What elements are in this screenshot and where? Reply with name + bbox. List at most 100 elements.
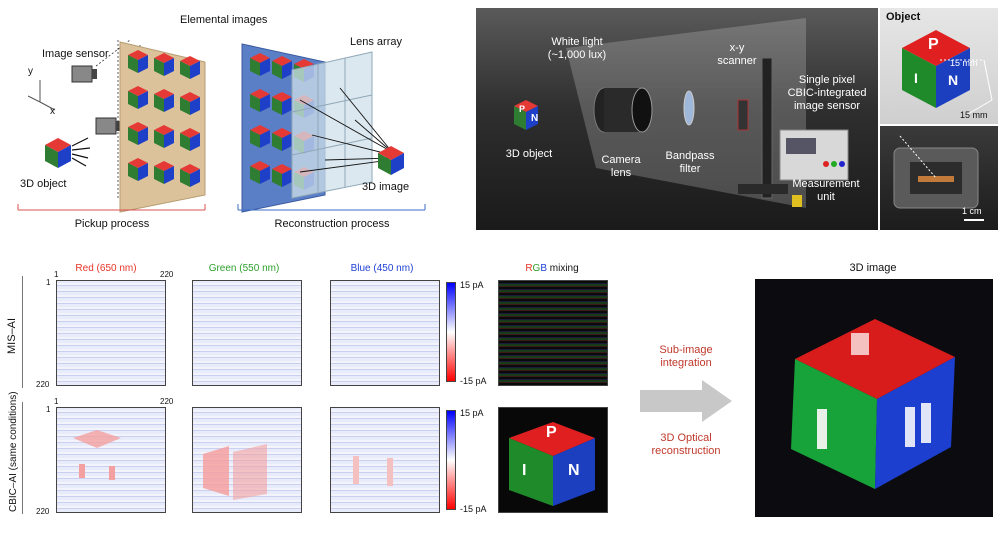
map-cbic-rgb [498,407,608,513]
tick-top-start-2: 1 [54,397,59,406]
row-title-mis: MIS–AI [6,317,18,354]
map-mis-blue [330,280,440,386]
inset-cube-letter-n: N [948,72,959,88]
camera-lens-label: Camera lens [596,154,646,180]
reconstruction-tile [250,161,270,184]
axis-y-label: y [28,66,33,77]
sensor-inset-photo: 1 cm [880,126,998,230]
reconstruction-tile [272,164,292,187]
reconstruction-tile [272,92,292,115]
tick-left-start: 1 [46,278,51,287]
elemental-image-tile [154,161,174,184]
setup-illustration [514,18,849,208]
cbar-cbic-top: 15 pA [460,408,484,418]
camera-lens-line2: lens [610,167,632,179]
measurement-unit [779,129,849,207]
colorbar-mis [446,282,456,382]
tick-top-end: 220 [160,270,174,279]
elemental-image-tile [180,128,200,151]
elemental-image-tile [154,89,174,112]
elemental-image-tile [154,53,174,76]
map-cbic-rgb-cube [509,422,595,506]
axis-indicator [27,80,56,111]
rgb-cube-letter-i: I [522,462,527,479]
tick-left-start-2: 1 [46,405,51,414]
rgb-cube-letter-p: P [546,424,557,441]
bandpass-label: Bandpass filter [660,150,720,176]
reconstruction-tile [272,56,292,79]
row-divider-mis [22,276,23,388]
object-cube-photo [902,30,993,115]
axis-x-label: x [50,106,55,117]
row-divider-cbic [22,402,23,514]
object-3d-label: 3D object [20,178,67,190]
reconstruction-caption: Reconstruction process [274,218,390,230]
colorbar-cbic [446,410,456,510]
image-sensor-label: Image sensor [42,48,109,60]
reconstructed-3d-image [755,279,993,517]
scanner-label: x-y scanner [712,42,762,68]
map-cbic-red [56,407,166,513]
step1-line1: Sub-image [659,344,713,356]
sensor-line1: Single pixel [798,74,856,86]
tick-top-start: 1 [54,270,59,279]
bandpass-line2: filter [679,163,701,175]
setup-object-label: 3D object [505,148,553,160]
image-3d-label: 3D image [362,181,410,193]
elemental-image-tile [128,50,148,73]
map-mis-red [56,280,166,386]
reconstruction-tile [272,128,292,151]
dimension-label-1: 15 mm [950,58,978,68]
scanner-line1: x-y [729,42,745,54]
measurement-line2: unit [817,191,835,203]
col-title-rgb: RGB mixing [525,263,578,274]
result-title: 3D image [849,262,897,274]
sensor-package [893,135,979,209]
dimension-label-2: 15 mm [960,110,988,120]
map-mis-rgb [498,280,608,386]
elemental-image-tile [180,56,200,79]
ray-arrows [71,137,91,167]
setup-cube [514,100,538,130]
camera-lens-line1: Camera [601,154,641,166]
camera-lens [593,87,653,133]
cbar-mis-top: 15 pA [460,280,484,290]
white-light-line1: White light [551,36,603,48]
elemental-image-tile [180,92,200,115]
elemental-image-tile [128,158,148,181]
map-cbic-green-shape [203,444,267,500]
xy-scanner [737,57,788,199]
scale-bar-label: 1 cm [962,206,982,216]
col-title-blue: Blue (450 nm) [350,263,414,274]
object-tag-label: Object [886,11,921,23]
reconstruction-tile [250,125,270,148]
step2-line2: reconstruction [651,445,721,457]
rgb-mixing-word: mixing [547,263,579,274]
elemental-image-tile [154,125,174,148]
cbar-cbic-bottom: -15 pA [460,504,487,514]
tick-top-end-2: 220 [160,397,174,406]
step2-line1: 3D Optical [660,432,712,444]
measurement-line1: Measurement [792,178,860,190]
row-title-cbic: CBIC–AI (same conditions) [8,391,19,512]
bandpass-line1: Bandpass [665,150,715,162]
process-arrow [640,380,732,422]
col-title-green: Green (550 nm) [208,263,280,274]
map-mis-green [192,280,302,386]
map-cbic-green [192,407,302,513]
white-light-line2: (~1,000 lux) [547,49,607,61]
rgb-r-letter: R [525,263,533,274]
inset-cube-letter-p: P [928,36,939,53]
integral-imaging-schematic [17,39,426,213]
sensor-line3: image sensor [793,100,861,112]
object-cube-small [45,138,71,168]
tick-left-end-2: 220 [36,507,50,516]
pickup-caption: Pickup process [74,218,150,230]
bandpass-filter [683,90,695,126]
map-cbic-blue-shape [353,456,393,486]
step1-line2: integration [660,357,712,369]
experimental-setup-photo: White light (~1,000 lux) 3D object Camer… [476,8,878,230]
white-light-label: White light (~1,000 lux) [532,36,622,62]
sensor-label: Single pixel CBIC-integrated image senso… [776,74,878,113]
